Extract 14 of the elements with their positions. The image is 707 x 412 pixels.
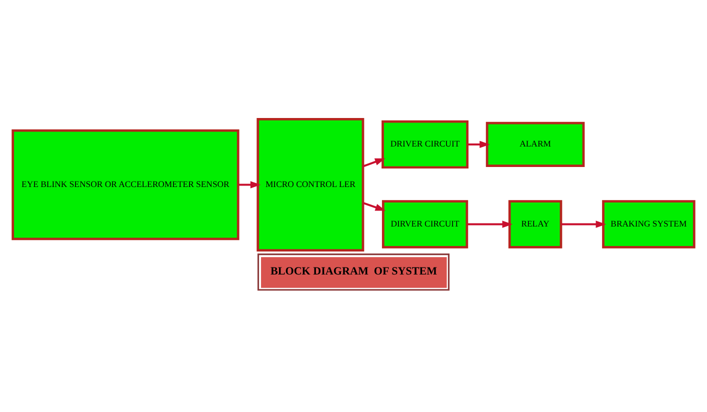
caption: BLOCK DIAGRAM OF SYSTEM <box>270 265 438 278</box>
node-box: BRAKING SYSTEM <box>602 200 696 248</box>
node-box: DIRVER CIRCUIT <box>382 200 468 248</box>
node-box: ALARM <box>486 121 585 166</box>
node-box: EYE BLINK SENSOR OR ACCELEROMETER SENSOR <box>12 128 240 240</box>
node-box: MICRO CONTROL LER <box>256 117 364 252</box>
arrow <box>561 220 606 228</box>
arrow <box>362 158 386 167</box>
arrow <box>468 140 490 148</box>
arrow <box>238 180 261 188</box>
node-box: DRIVER CIRCUIT <box>382 120 468 168</box>
arrow <box>467 220 513 228</box>
arrow <box>362 201 386 210</box>
node-box: RELAY <box>508 200 562 248</box>
